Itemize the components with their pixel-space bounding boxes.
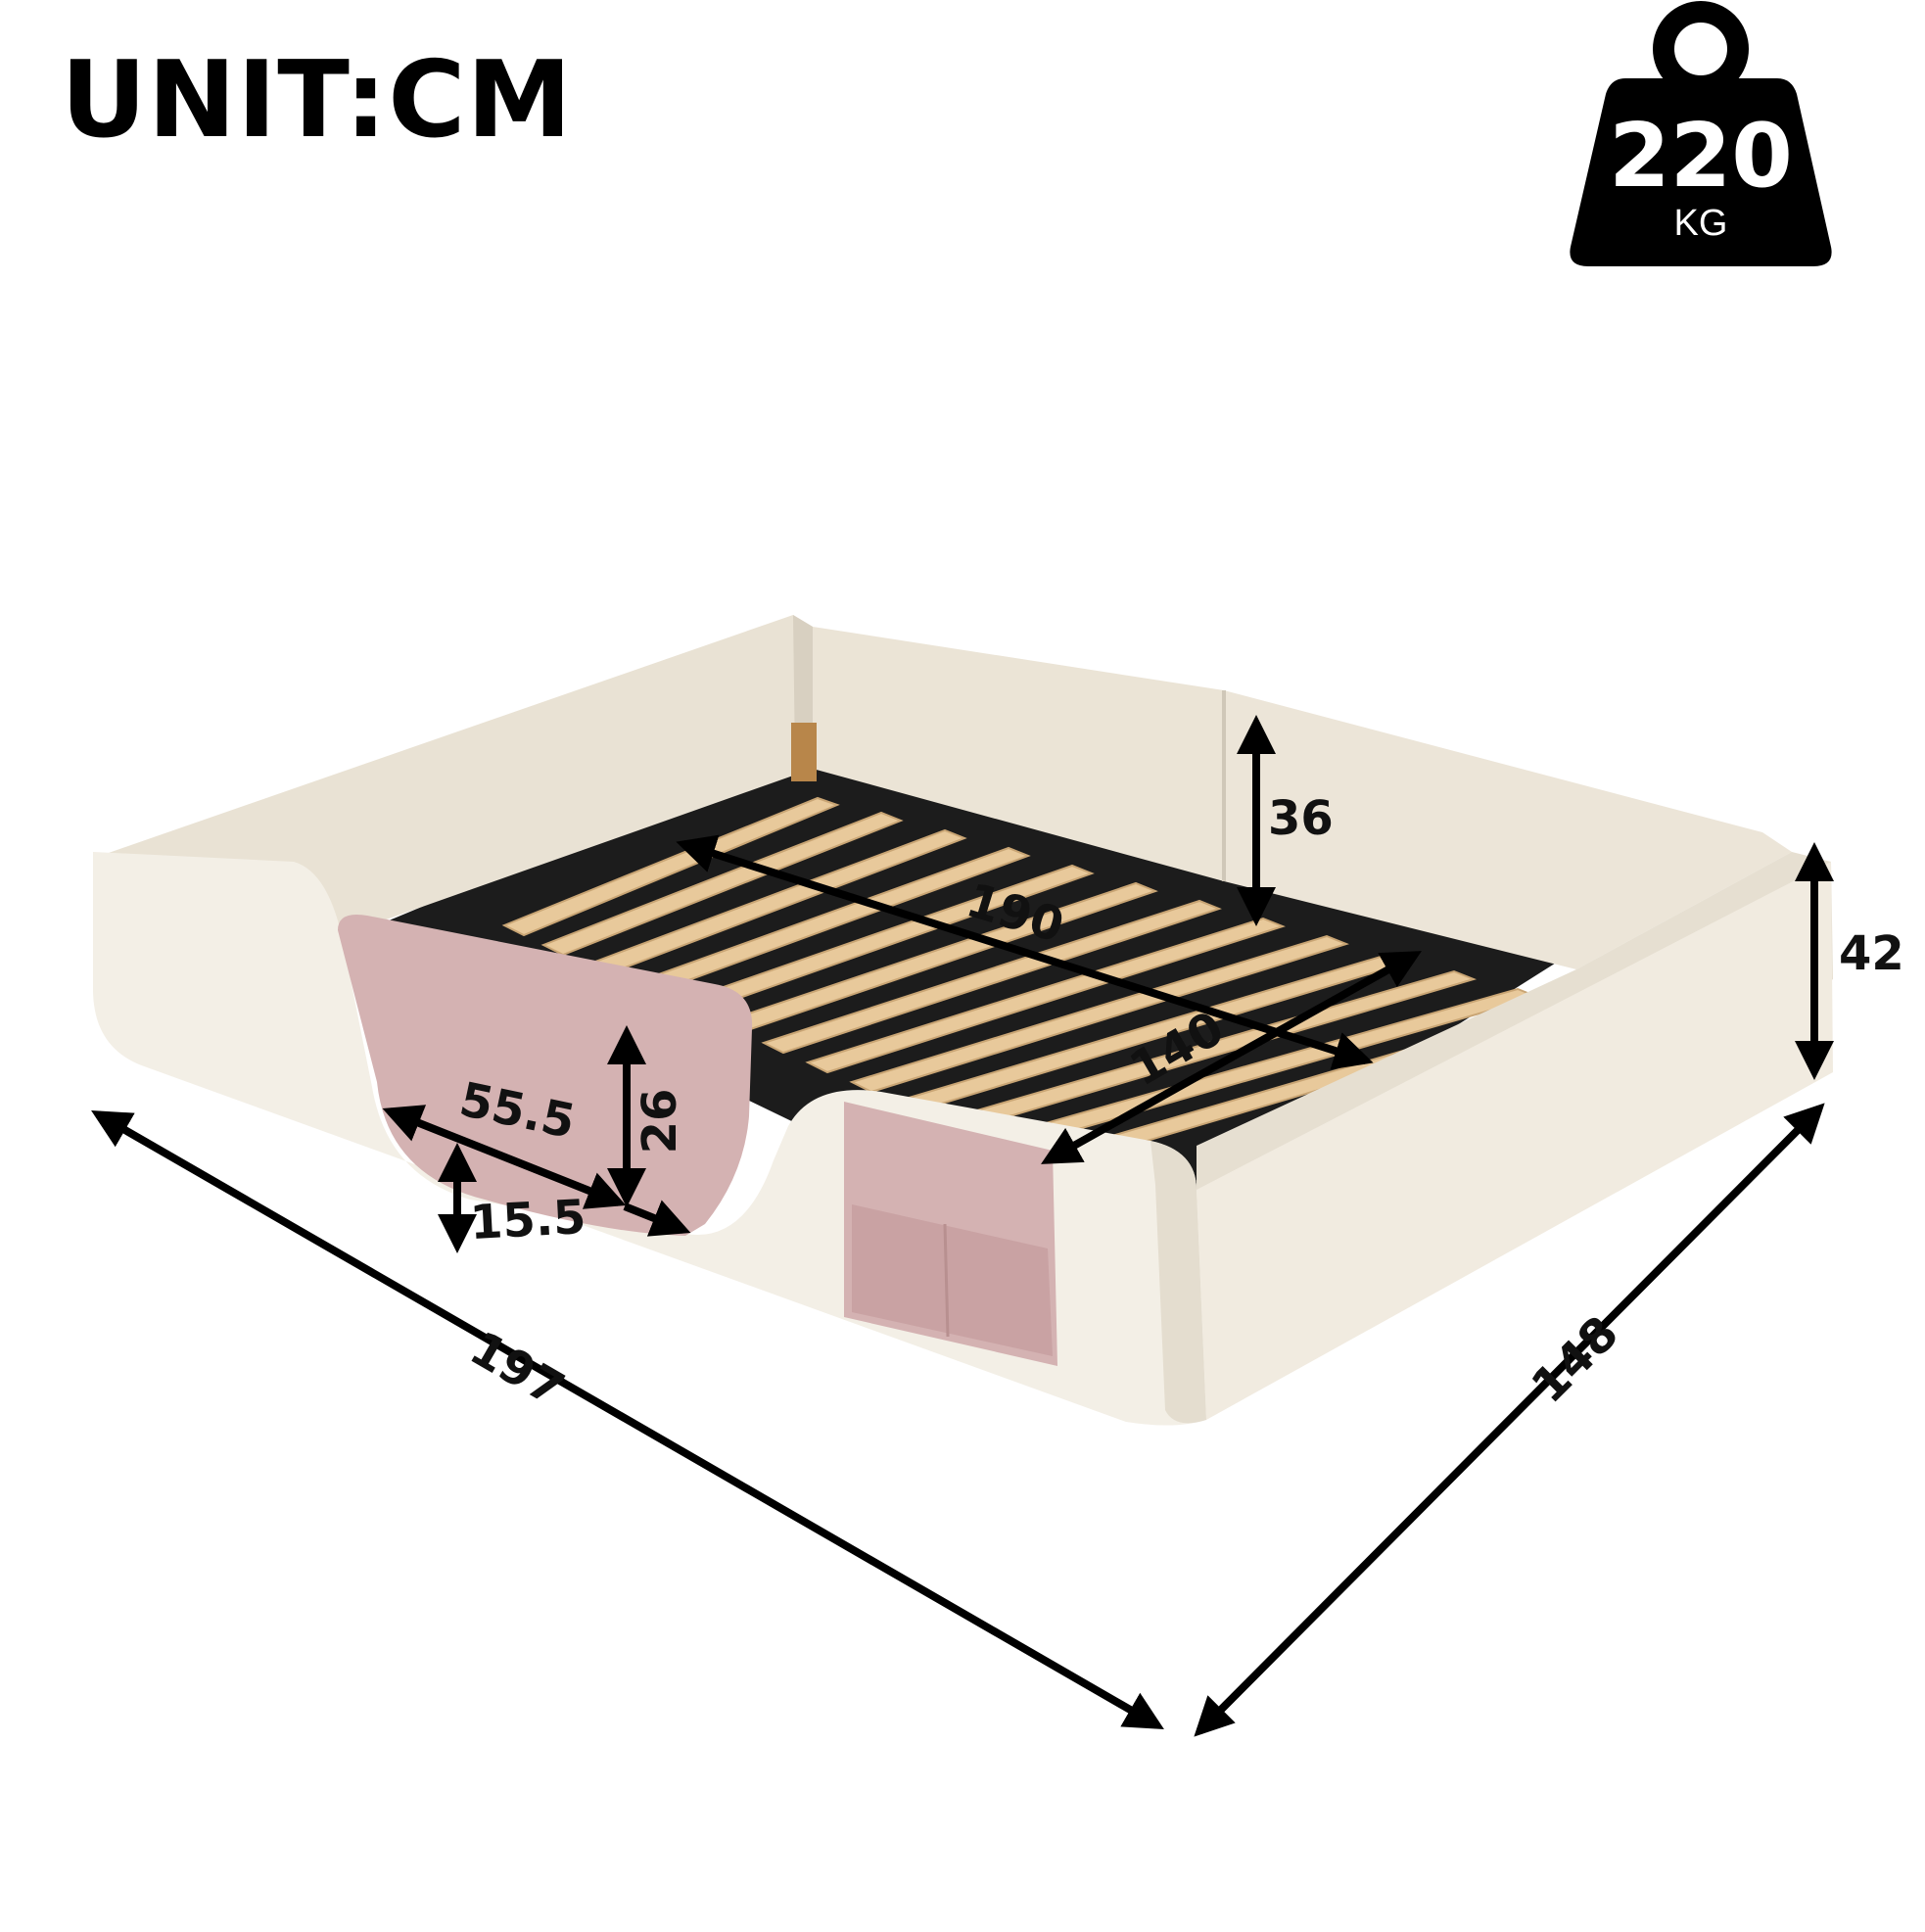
weight-value: 220	[1609, 105, 1793, 208]
back-rail	[106, 615, 813, 940]
dimension-arrows	[91, 715, 1834, 1737]
weight-icon	[1570, 1, 1832, 266]
bed-frame	[93, 615, 1833, 1426]
label-overall-width: 148	[1521, 1305, 1628, 1413]
label-headboard-height: 36	[1268, 791, 1334, 846]
arrow-cutout-width	[382, 1105, 627, 1209]
arrow-overall-width	[1194, 1103, 1825, 1737]
label-cutout-depth: 15.5	[469, 1190, 587, 1250]
headboard-left	[813, 627, 1224, 881]
arrow-inner-width	[1041, 951, 1422, 1164]
unit-label: UNIT:CM	[61, 39, 573, 162]
label-cutout-height: 26	[633, 1089, 687, 1154]
weight-unit: KG	[1674, 203, 1728, 244]
hinge-bracket	[791, 723, 817, 781]
arrow-overall-length	[91, 1110, 1164, 1729]
label-overall-height: 42	[1839, 926, 1904, 981]
